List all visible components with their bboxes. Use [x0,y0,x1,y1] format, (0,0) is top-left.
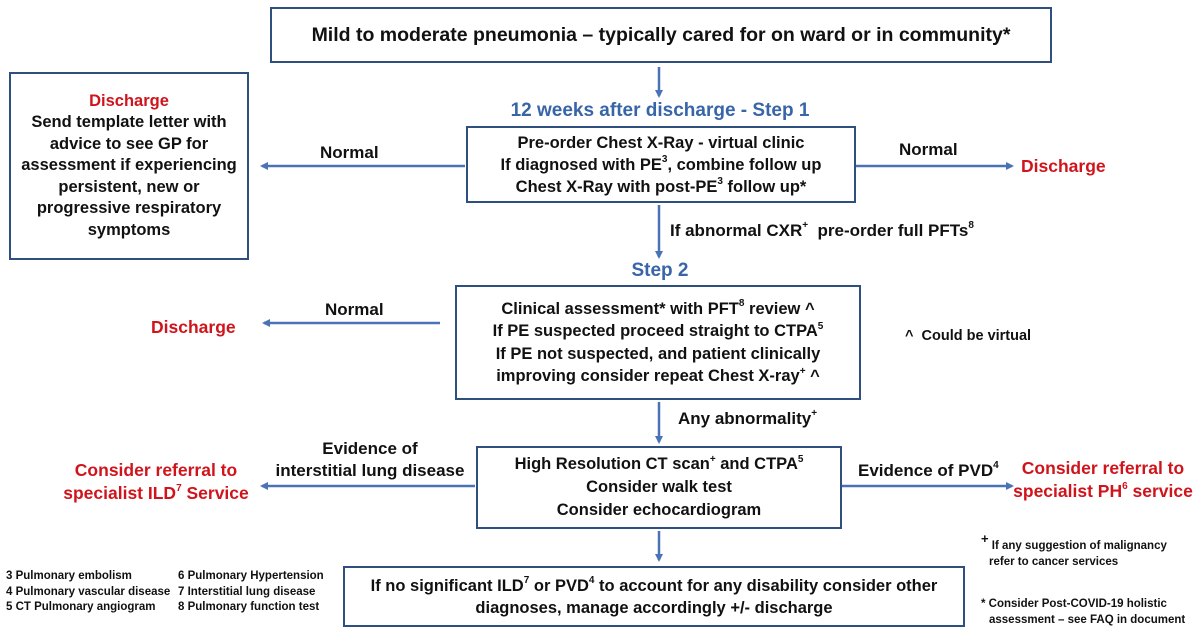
step1-discharge-right: Discharge [1021,156,1106,176]
step1-box: Pre-order Chest X-Ray - virtual clinic I… [466,126,856,203]
abnormal-cxr-label: If abnormal CXR+ pre-order full PFTs8 [670,220,974,240]
legend-item: 3 Pulmonary embolism [6,570,132,582]
step1-line: If diagnosed with PE3, combine follow up [500,154,822,174]
final-line: If no significant ILD7 or PVD4 to accoun… [370,575,938,595]
step3-box: High Resolution CT scan+ and CTPA5 Consi… [476,446,842,529]
legend-item: 6 Pulmonary Hypertension [178,570,324,582]
legend-col2: 6 Pulmonary Hypertension 7 Interstitial … [178,569,324,616]
footnote-malignancy: + If any suggestion of malignancy refer … [981,531,1167,568]
step3-line: Consider walk test [586,478,732,496]
final-line: diagnoses, manage accordingly +/- discha… [475,598,833,617]
discharge-letter-line: progressive respiratory [36,199,222,218]
step2-line: If PE not suspected, and patient clinica… [495,344,821,363]
step1-line: Chest X-Ray with post-PE3 follow up* [515,176,807,196]
discharge-letter-box: Discharge Send template letter with advi… [9,72,249,260]
discharge-letter-line: assessment if experiencing [21,156,237,175]
step2-line: improving consider repeat Chest X-ray+ ^ [496,365,820,385]
discharge-letter-line: advice to see GP for [49,134,209,153]
ph-referral: Consider referral to specialist PH6 serv… [1013,458,1193,501]
step2-line: If PE suspected proceed straight to CTPA… [492,320,824,340]
ild-evidence-label: Evidence of interstitial lung disease [275,439,465,480]
legend-item: 4 Pulmonary vascular disease [6,585,171,598]
discharge-letter-line: symptoms [87,220,171,239]
discharge-letter-heading: Discharge [89,91,169,110]
final-box: If no significant ILD7 or PVD4 to accoun… [343,566,965,627]
virtual-note: ^ Could be virtual [905,328,1032,344]
step3-line: High Resolution CT scan+ and CTPA5 [514,453,804,473]
step1-normal-right-label: Normal [899,140,958,159]
footnote-holistic: * Consider Post-COVID-19 holistic assess… [981,598,1186,626]
legend-item: 5 CT Pulmonary angiogram [6,601,156,613]
ild-referral: Consider referral to specialist ILD7 Ser… [63,460,249,503]
legend-item: 8 Pulmonary function test [178,601,320,613]
pvd-evidence-label: Evidence of PVD4 [858,460,999,480]
discharge-letter-line: Send template letter with [31,113,227,132]
step2-title: Step 2 [631,260,689,281]
step2-line: Clinical assessment* with PFT8 review ^ [501,298,815,318]
step1-title: 12 weeks after discharge - Step 1 [510,100,810,121]
step2-discharge-left: Discharge [151,317,236,337]
step1-normal-left-label: Normal [320,143,379,162]
step1-line: Pre-order Chest X-Ray - virtual clinic [517,133,805,152]
step3-line: Consider echocardiogram [556,501,762,519]
top-box-text: Mild to moderate pneumonia – typically c… [311,23,1011,46]
discharge-letter-line: persistent, new or [58,177,200,196]
step2-normal-label: Normal [325,300,384,319]
top-box: Mild to moderate pneumonia – typically c… [270,7,1052,63]
legend-item: 7 Interstitial lung disease [178,585,316,598]
legend-col1: 3 Pulmonary embolism 4 Pulmonary vascula… [6,569,170,616]
any-abnormality-label: Any abnormality+ [678,408,818,428]
step2-box: Clinical assessment* with PFT8 review ^ … [455,285,861,400]
